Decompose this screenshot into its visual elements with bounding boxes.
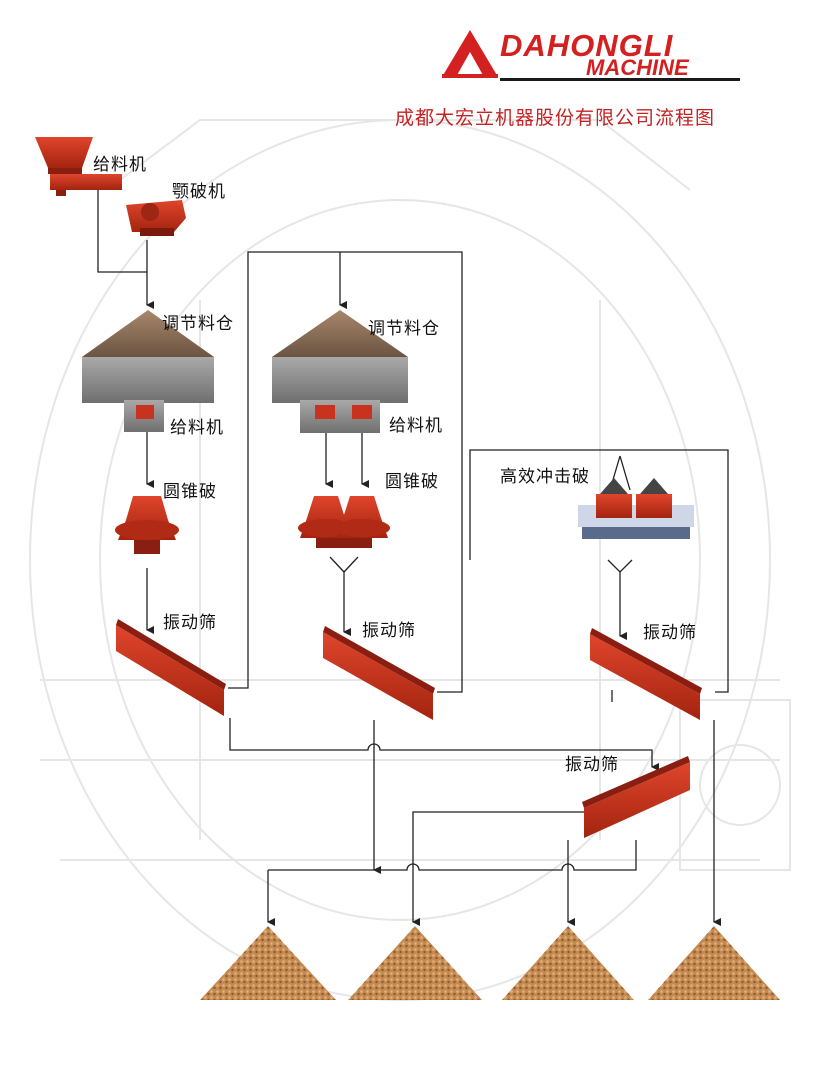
label-feeder-left: 给料机 bbox=[170, 418, 224, 438]
label-screen-right: 振动筛 bbox=[643, 623, 697, 643]
label-screen-mid: 振动筛 bbox=[362, 621, 416, 641]
product-pile-3 bbox=[502, 926, 634, 1000]
label-feeder-mid: 给料机 bbox=[389, 416, 443, 436]
brand-subtitle: MACHINE bbox=[586, 55, 689, 80]
brand-name: DAHONGLI bbox=[500, 28, 674, 63]
label-cone-mid: 圆锥破 bbox=[385, 472, 439, 492]
jaw-crusher bbox=[126, 200, 186, 236]
product-pile-4 bbox=[648, 926, 780, 1000]
impact-crusher bbox=[578, 478, 694, 539]
label-bin-mid: 调节料仓 bbox=[368, 319, 440, 339]
label-screen-lower: 振动筛 bbox=[565, 755, 619, 775]
product-pile-2 bbox=[348, 926, 482, 1000]
screen-lower bbox=[582, 756, 690, 838]
company-title: 成都大宏立机器股份有限公司流程图 bbox=[395, 107, 716, 129]
label-feeder-top: 给料机 bbox=[93, 155, 147, 175]
screen-mid bbox=[323, 626, 435, 720]
bin-left bbox=[82, 310, 214, 432]
cone-crusher-mid bbox=[298, 496, 390, 548]
label-cone-left: 圆锥破 bbox=[163, 482, 217, 502]
bin-mid bbox=[272, 310, 408, 433]
label-jaw-crusher: 颚破机 bbox=[172, 182, 226, 202]
brand-logo-mark bbox=[442, 30, 498, 78]
product-pile-1 bbox=[200, 926, 336, 1000]
brand-underline bbox=[500, 78, 740, 81]
label-impact-crusher: 高效冲击破 bbox=[500, 467, 590, 487]
screen-right bbox=[590, 628, 702, 720]
label-screen-left: 振动筛 bbox=[163, 613, 217, 633]
cone-crusher-left bbox=[115, 496, 179, 554]
product-piles bbox=[200, 926, 780, 1000]
label-bin-left: 调节料仓 bbox=[162, 314, 234, 334]
screen-left bbox=[116, 619, 226, 716]
top-feeder bbox=[35, 137, 122, 196]
flow-lines bbox=[97, 190, 729, 926]
